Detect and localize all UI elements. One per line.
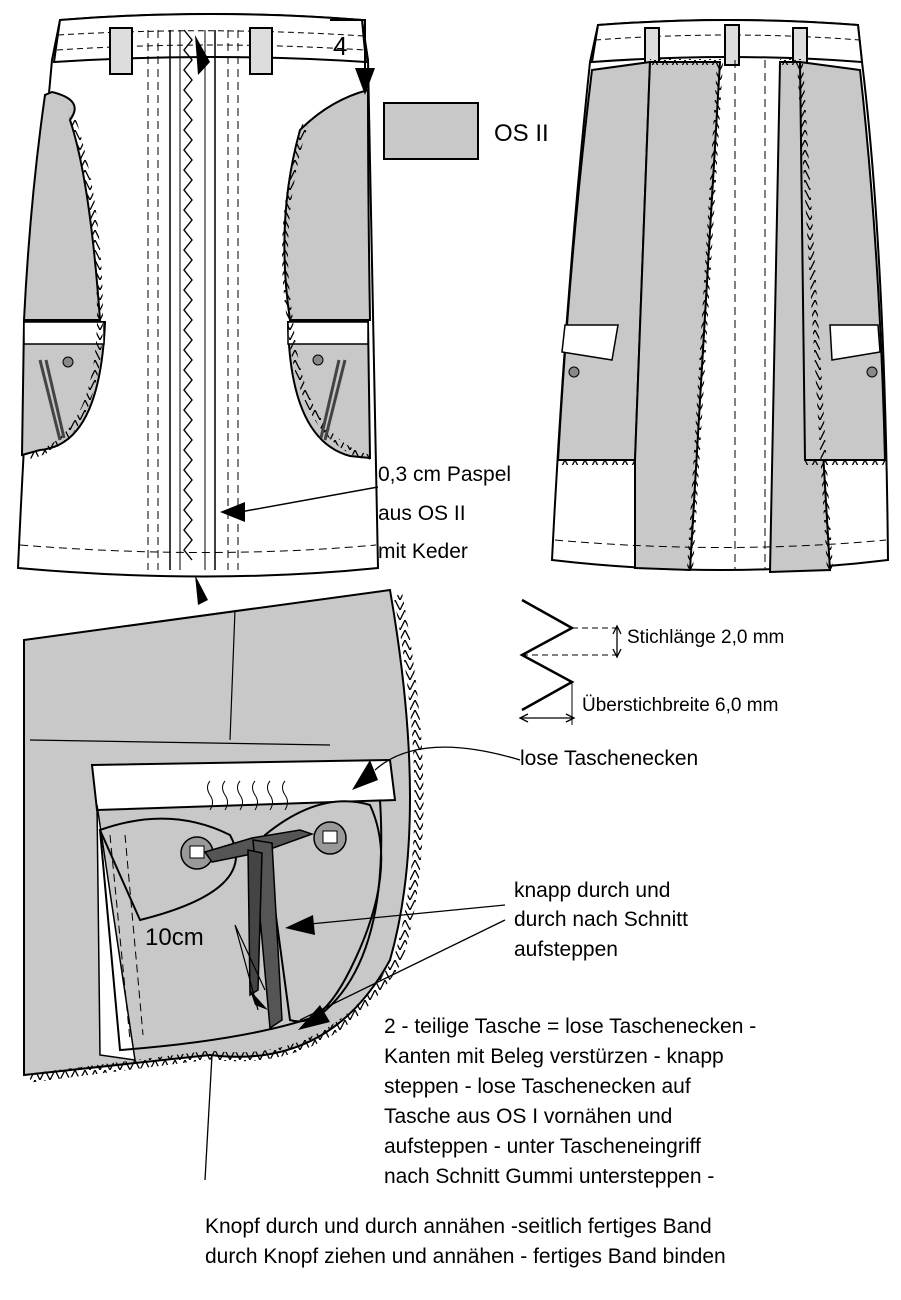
pocket-desc-line: aufsteppen - unter Tascheneingriff (384, 1135, 701, 1159)
button-desc-line: durch Knopf ziehen und annähen - fertige… (205, 1245, 726, 1269)
pocket-description: 2 - teilige Tasche = lose Taschenecken -… (384, 1012, 756, 1192)
paspel-line-2: aus OS II (378, 501, 466, 525)
pocket-desc-line: 2 - teilige Tasche = lose Taschenecken - (384, 1015, 757, 1038)
legend-label: OS II (494, 120, 549, 147)
front-right-pocket (286, 321, 372, 460)
overstitch-width-label: Überstichbreite 6,0 mm (582, 695, 779, 716)
back-left-panel (556, 60, 652, 461)
legend-swatch (383, 102, 479, 160)
topstitch-line-3: aufsteppen (514, 937, 618, 961)
paspel-annotation: 0,3 cm Paspel aus OS II mit Keder (378, 456, 511, 572)
pocket-desc-line: nach Schnitt Gummi untersteppen - (384, 1165, 715, 1189)
button-description: Knopf durch und durch annähen -seitlich … (205, 1212, 726, 1272)
paspel-line-1: 0,3 cm Paspel (378, 463, 512, 486)
pocket-desc-line: Tasche aus OS I vornähen und (384, 1105, 673, 1129)
step-number: 4 (333, 31, 348, 61)
stitch-diagram (518, 598, 622, 725)
measurement-label: 10cm (145, 924, 204, 951)
belt-loops (109, 27, 273, 75)
pocket-desc-line: Kanten mit Beleg verstürzen - knapp (384, 1045, 724, 1069)
back-right-panel (798, 60, 887, 461)
button-desc-line: Knopf durch und durch annähen -seitlich … (205, 1215, 712, 1238)
paspel-line-3: mit Keder (378, 540, 468, 564)
topstitch-line-2: durch nach Schnitt (514, 908, 688, 932)
front-skirt-view (16, 13, 380, 605)
loose-corners-label: lose Taschenecken (520, 747, 699, 770)
pocket-desc-line: steppen - lose Taschenecken auf (384, 1075, 691, 1099)
topstitch-line-1: knapp durch und (514, 879, 671, 902)
back-skirt-view (550, 19, 890, 574)
detail-buttons (180, 821, 347, 870)
front-waistband (52, 13, 368, 64)
center-placket (147, 29, 239, 570)
stitch-length-label: Stichlänge 2,0 mm (627, 627, 785, 648)
topstitch-annotation: knapp durch und durch nach Schnitt aufst… (514, 876, 688, 964)
detail-pocket-flap (90, 758, 397, 812)
pocket-detail-view (23, 588, 521, 1181)
